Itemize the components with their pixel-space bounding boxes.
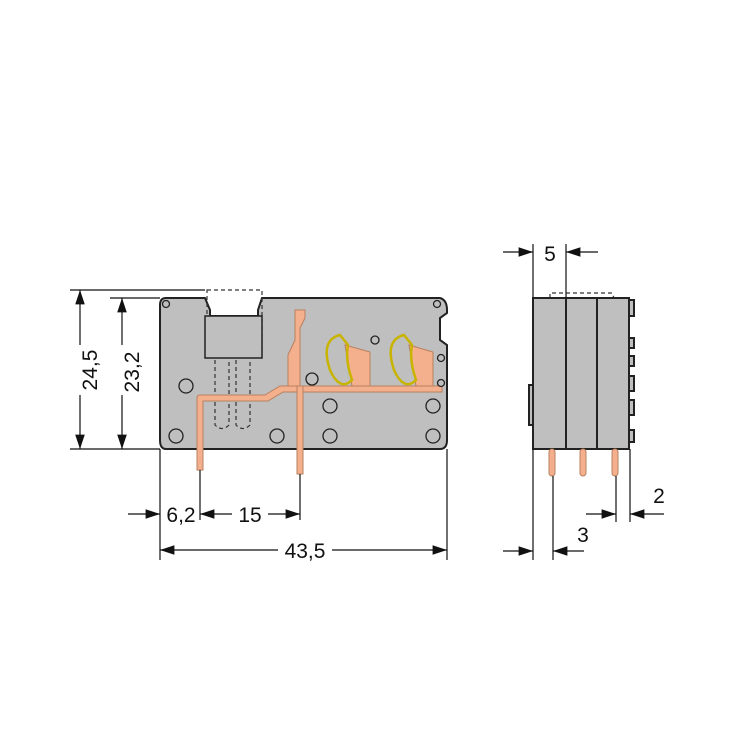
pin-2 (296, 385, 304, 475)
dim-body-height: 23,2 (121, 352, 144, 393)
dim-side-pin-offset: 3 (577, 524, 589, 547)
dim-overall-height: 24,5 (79, 350, 102, 391)
side-pin-2 (579, 448, 587, 477)
cage-clamp-spring-1 (325, 333, 354, 386)
side-dimensions: 5 3 2 (503, 243, 665, 560)
pole-2 (565, 297, 598, 450)
dim-overall-length: 43,5 (285, 540, 326, 563)
dim-pin-pitch: 15 (238, 504, 261, 527)
pole-3 (596, 297, 630, 450)
current-bar (196, 385, 443, 471)
dim-pin-offset: 6,2 (166, 504, 195, 527)
front-view (159, 289, 448, 475)
side-pin-1 (548, 448, 556, 477)
front-dimensions: 24,5 23,2 6,2 15 43,5 (70, 289, 448, 563)
side-pin-3 (611, 448, 619, 477)
dim-pole-pitch: 5 (544, 243, 556, 266)
dim-pin-end-offset: 2 (653, 485, 665, 508)
cage-clamp-spring-2 (389, 333, 418, 386)
side-view (528, 292, 635, 477)
hidden-pins (214, 360, 251, 430)
pole-1 (532, 297, 567, 450)
